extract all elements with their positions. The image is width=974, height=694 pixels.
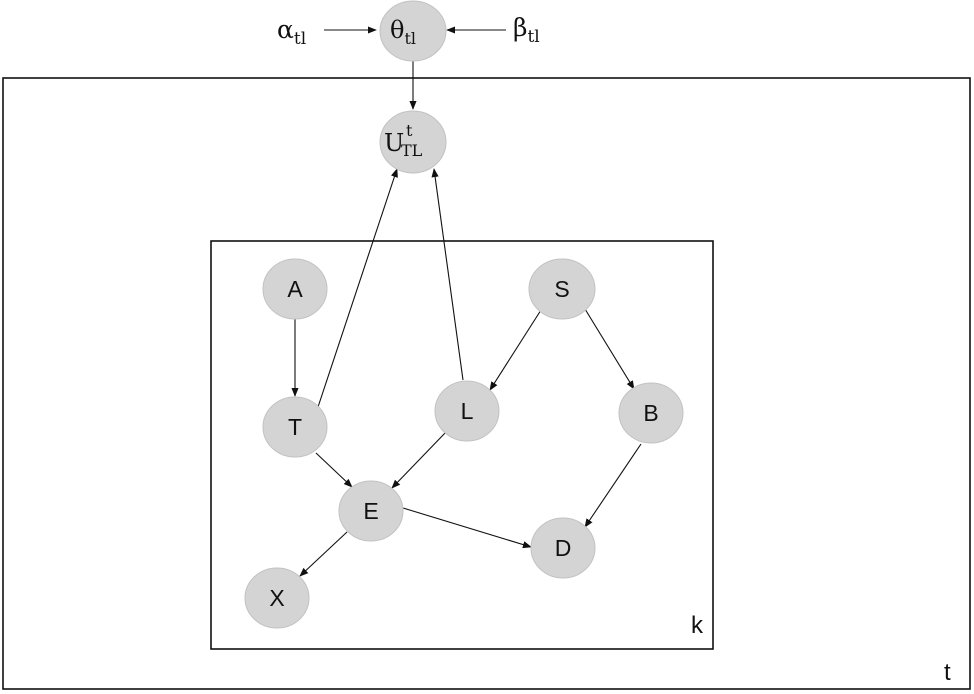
outer-plate (2, 77, 971, 690)
theta-label: θtl (390, 16, 416, 48)
utility-subscript: TL (401, 141, 423, 160)
node-e-label: E (363, 498, 378, 524)
node-x: X (244, 567, 310, 629)
node-b-label: B (643, 400, 658, 426)
node-a: A (262, 258, 328, 320)
utility-superscript: t (406, 121, 413, 140)
utility-symbol: U (384, 129, 404, 157)
edge-e-d (402, 507, 532, 549)
node-t-label: T (288, 414, 302, 440)
beta-symbol: β (513, 13, 527, 42)
node-e: E (338, 480, 404, 542)
node-d-label: D (555, 535, 572, 561)
edge-b-d (584, 443, 642, 528)
theta-subscript: tl (404, 29, 416, 48)
beta-subscript: tl (527, 27, 539, 47)
outer-plate-label: t (944, 659, 951, 686)
node-l: L (434, 380, 500, 442)
node-x-label: X (269, 585, 284, 611)
alpha-label: αtl (277, 15, 306, 49)
node-l-label: L (461, 398, 474, 424)
edge-s-b (584, 308, 635, 390)
theta-symbol: θ (390, 16, 404, 44)
edge-l-utility (431, 168, 464, 381)
beta-label: βtl (513, 13, 540, 47)
node-b: B (618, 382, 684, 444)
alpha-subscript: tl (294, 29, 306, 49)
node-t: T (262, 396, 328, 458)
edge-t-utility (317, 168, 398, 408)
edge-s-l (489, 309, 542, 391)
inner-plate (210, 240, 714, 650)
alpha-symbol: α (277, 15, 294, 44)
edge-t-e (315, 452, 353, 488)
edge-l-e (391, 431, 447, 489)
edge-e-x (299, 531, 348, 577)
utility-node: U t TL (379, 110, 447, 174)
inner-plate-label: k (691, 612, 704, 639)
node-s: S (528, 258, 596, 320)
node-a-label: A (287, 276, 303, 302)
node-d: D (530, 517, 596, 579)
edges (291, 26, 642, 577)
node-s-label: S (554, 276, 569, 302)
theta-node: θtl (379, 0, 447, 62)
